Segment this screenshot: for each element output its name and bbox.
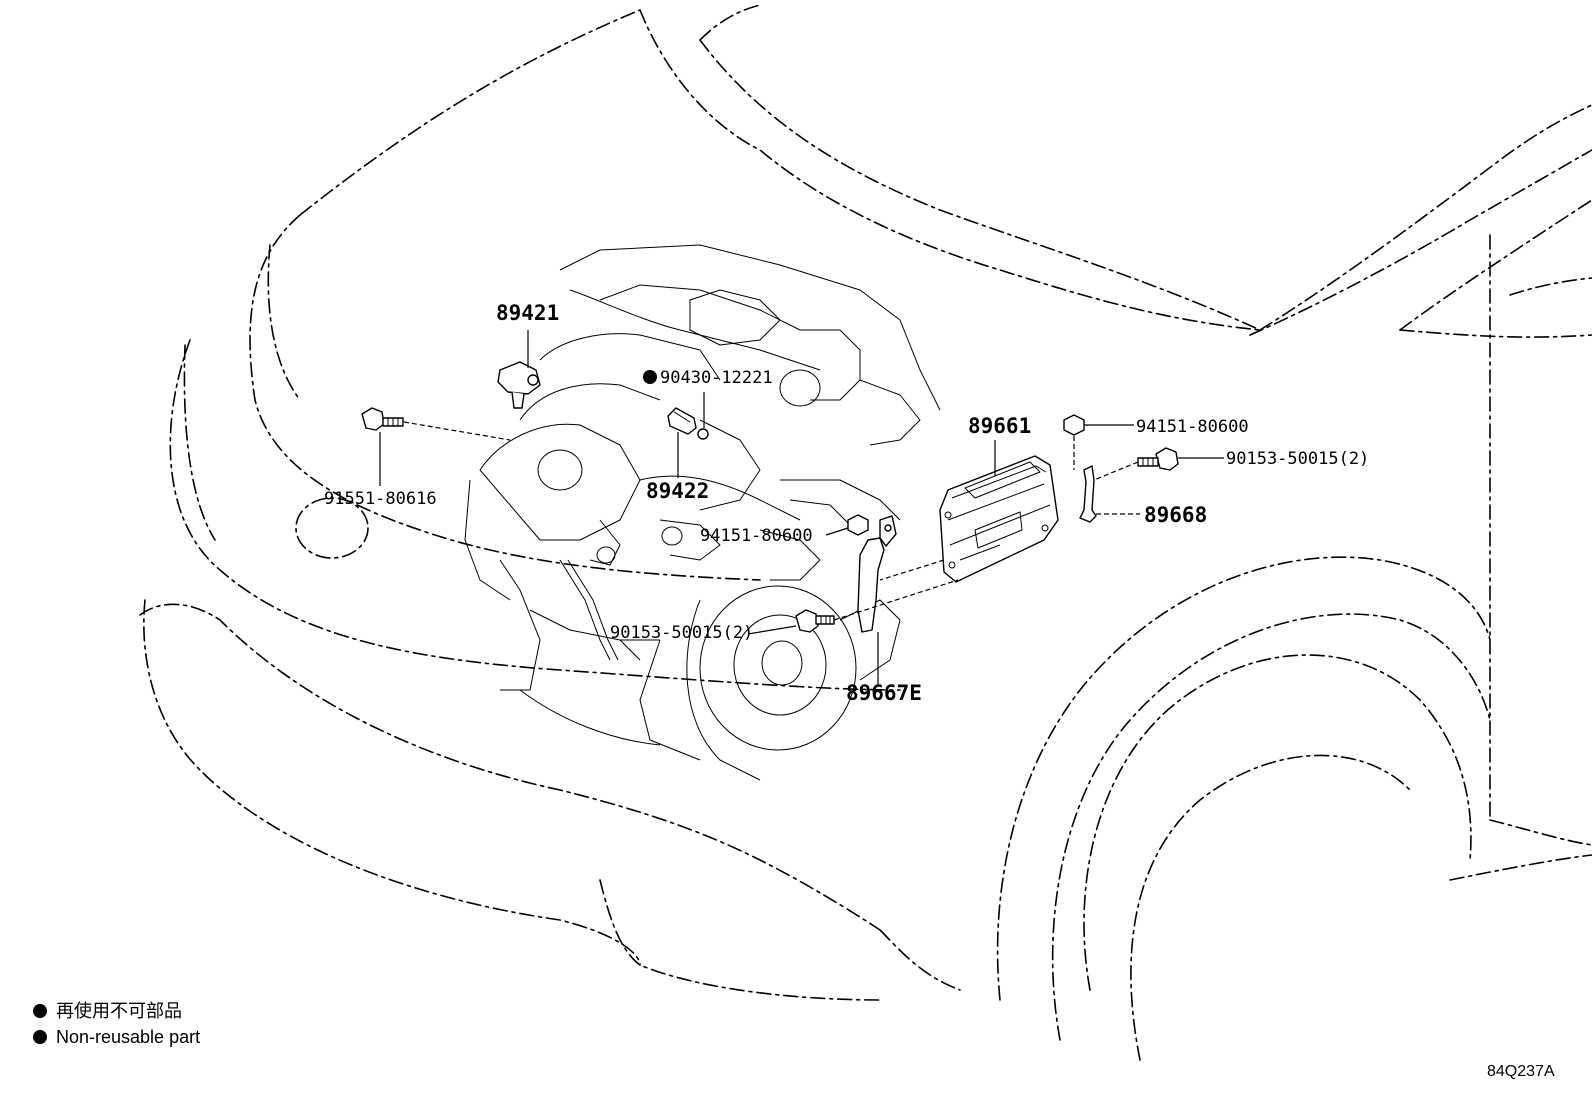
legend-line-2: Non-reusable part <box>56 1027 200 1047</box>
label-89422: 89422 <box>646 479 709 503</box>
legend: 再使用不可部品 Non-reusable part <box>33 1001 200 1047</box>
leader-lines <box>379 330 1224 686</box>
label-94151-center: 94151-80600 <box>700 526 813 546</box>
part-89661-ecu <box>939 455 1059 583</box>
part-90430-gasket <box>697 428 709 440</box>
non-reusable-marker-icon <box>643 370 657 384</box>
label-90153-center: 90153-50015(2) <box>610 623 753 643</box>
engine-assembly <box>464 244 941 781</box>
part-labels: 89421 90430-12221 89422 91551-80616 9415… <box>324 301 1369 705</box>
part-94151-nut-right <box>1063 414 1085 436</box>
part-90153-bolt-center <box>795 609 835 633</box>
label-90430: 90430-12221 <box>660 368 773 388</box>
part-89667E-bracket <box>857 515 897 633</box>
part-89421-sensor <box>497 361 541 409</box>
part-89422-sensor <box>667 407 697 435</box>
figure-code: 84Q237A <box>1487 1063 1555 1080</box>
legend-marker-icon-2 <box>33 1030 47 1044</box>
part-91551-bolt <box>361 407 404 431</box>
label-94151-right: 94151-80600 <box>1136 417 1249 437</box>
part-94151-nut-center <box>847 514 869 536</box>
vehicle-body-outline <box>139 4 1592 1061</box>
label-89661: 89661 <box>968 414 1031 438</box>
legend-line-1: 再使用不可部品 <box>56 1001 182 1021</box>
part-89668-bracket <box>1079 465 1097 523</box>
label-89667E: 89667E <box>846 681 922 705</box>
label-91551: 91551-80616 <box>324 489 437 509</box>
label-90153-right: 90153-50015(2) <box>1226 449 1369 469</box>
legend-marker-icon-1 <box>33 1004 47 1018</box>
part-90153-bolt-right <box>1137 447 1179 471</box>
label-89421: 89421 <box>496 301 559 325</box>
label-89668: 89668 <box>1144 503 1207 527</box>
